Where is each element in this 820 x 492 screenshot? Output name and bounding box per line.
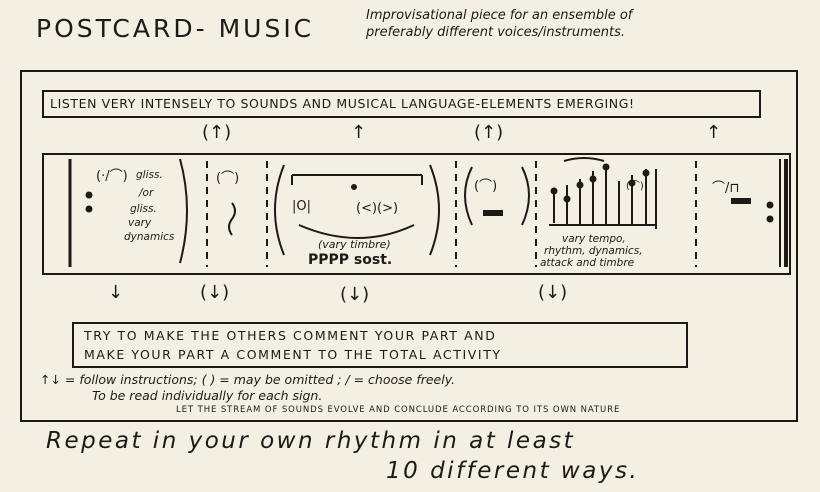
repeat-line-1: Repeat in your own rhythm in at least <box>46 428 576 454</box>
bottom-instruction-box: TRY TO MAKE THE OTHERS COMMENT YOUR PART… <box>72 322 688 368</box>
legend-line-2: To be read individually for each sign. <box>92 388 323 403</box>
legend-line-3: LET THE STREAM OF SOUNDS EVOLVE AND CONC… <box>176 405 621 415</box>
seg6-symbol: ⌒/⊓ <box>712 181 740 196</box>
seg5-note-rhythm: rhythm, dynamics, <box>544 245 643 257</box>
bottom-instruction-line-1: TRY TO MAKE THE OTHERS COMMENT YOUR PART… <box>84 328 497 343</box>
subtitle-line-1: Improvisational piece for an ensemble of <box>366 8 633 23</box>
up-arrow-2: ↑ <box>351 122 367 143</box>
seg1-note-dynamics: dynamics <box>124 231 175 243</box>
up-arrow-1: (↑) <box>202 122 232 143</box>
subtitle: Improvisational piece for an ensemble of… <box>366 7 806 41</box>
seg3-vary-timbre: (vary timbre) <box>318 238 391 251</box>
seg3-dynamic: PPPP sost. <box>308 252 393 268</box>
down-arrow-3: (↓) <box>340 284 370 305</box>
seg1-symbol: (·/⌒) <box>96 169 128 184</box>
page-title: POSTCARD- MUSIC <box>36 14 315 43</box>
down-arrow-4: (↓) <box>538 282 568 303</box>
subtitle-line-2: preferably different voices/instruments. <box>366 25 625 40</box>
seg3-symbol-left: |O| <box>292 199 311 214</box>
bottom-instruction-line-2: MAKE YOUR PART A COMMENT TO THE TOTAL AC… <box>84 347 502 362</box>
seg3-symbol-right: (<)(>) <box>356 201 399 216</box>
top-instruction-text: LISTEN VERY INTENSELY TO SOUNDS AND MUSI… <box>50 96 635 111</box>
top-instruction-box: LISTEN VERY INTENSELY TO SOUNDS AND MUSI… <box>42 90 761 118</box>
seg5-note-attack: attack and timbre <box>540 257 635 269</box>
legend-line-1: ↑↓ = follow instructions; ( ) = may be o… <box>40 372 456 387</box>
seg4-symbol: (⌒) <box>474 179 498 194</box>
down-arrow-2: (↓) <box>200 282 230 303</box>
up-arrow-3: (↑) <box>474 122 504 143</box>
notation-staff: (·/⌒) gliss. /or gliss. vary dynamics (⌒… <box>42 153 791 275</box>
seg5-symbol: (⌒) <box>626 181 644 192</box>
seg1-note-or: /or <box>139 187 154 199</box>
seg1-note-vary: vary <box>128 217 152 229</box>
score-frame <box>20 70 798 422</box>
seg1-note-gliss-2: gliss. <box>130 203 157 215</box>
notation-drawing <box>68 157 788 267</box>
repeat-line-2: 10 different ways. <box>386 458 640 484</box>
up-arrow-4: ↑ <box>706 122 722 143</box>
seg1-note-gliss: gliss. <box>136 169 163 181</box>
seg5-note-tempo: vary tempo, <box>562 233 626 245</box>
seg2-symbol: (⌒) <box>216 171 240 186</box>
down-arrow-1: ↓ <box>108 282 124 303</box>
